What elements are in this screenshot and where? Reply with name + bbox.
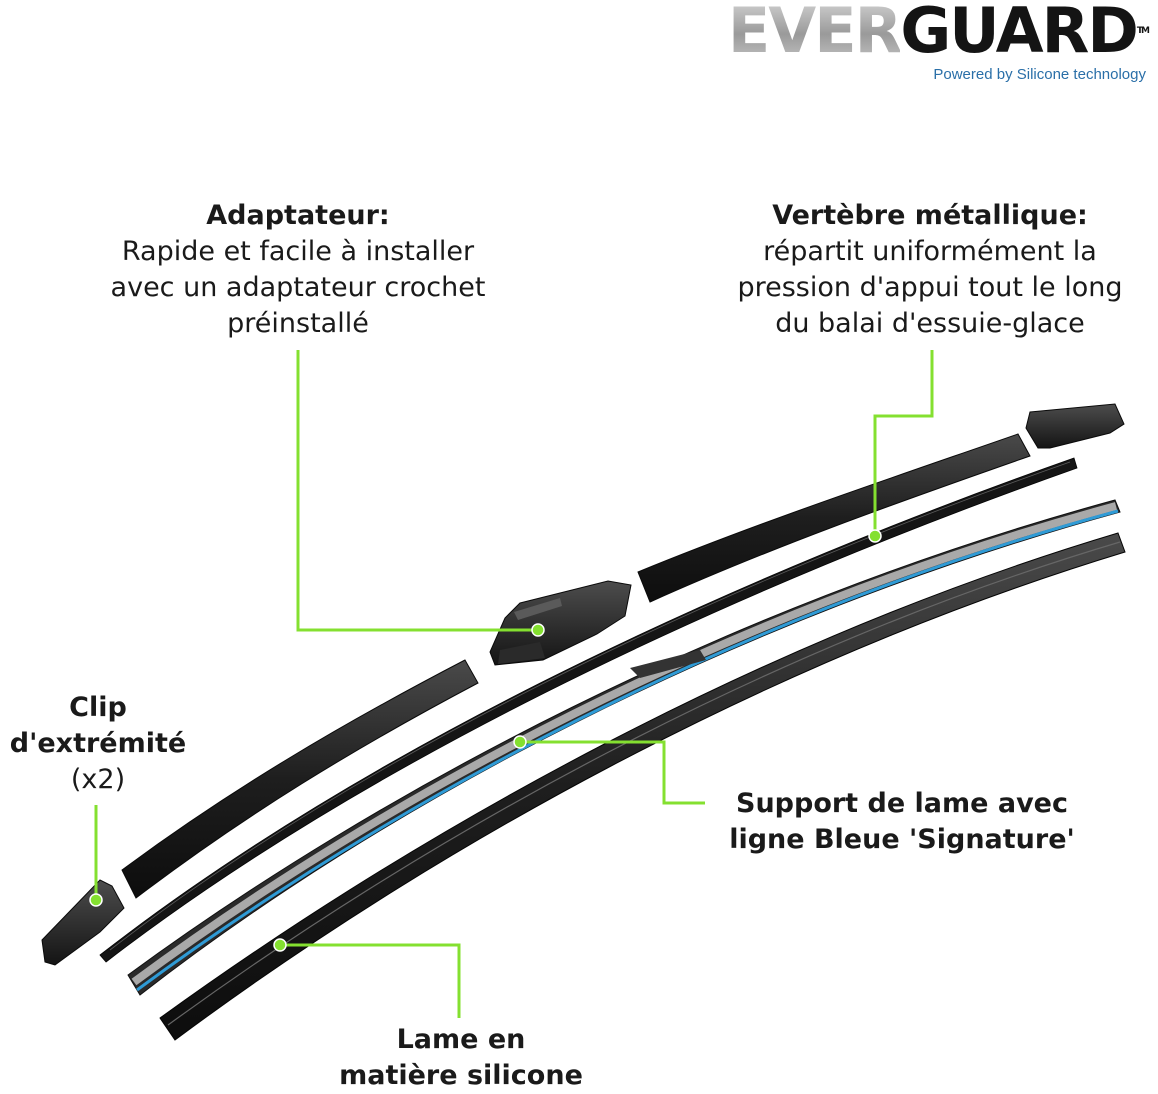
brand-trademark: TM [1137,26,1148,36]
callout-dot-adapter [532,624,544,636]
label-spine-title: Vertèbre métallique: [698,198,1158,234]
label-blade: Lame en matière silicone [300,1022,622,1094]
label-spine: Vertèbre métallique: répartit uniforméme… [698,198,1158,342]
label-blade-line2: matière silicone [300,1058,622,1094]
label-spine-line2: pression d'appui tout le long [698,270,1158,306]
label-support-line2: ligne Bleue 'Signature' [702,822,1102,858]
end-clip-right [1026,404,1124,448]
callout-line-adapter [298,350,538,630]
label-blade-line1: Lame en [300,1022,622,1058]
label-clip-line1: Clip [0,690,196,726]
callout-line-blade [280,945,459,1018]
callout-dot-blade [274,939,286,951]
brand-name-part2: GUARD [900,0,1137,67]
brand-logo: EVERGUARDTM Powered by Silicone technolo… [728,0,1148,83]
label-adapter-title: Adaptateur: [58,198,538,234]
callout-dot-support [514,736,526,748]
label-spine-line1: répartit uniformément la [698,234,1158,270]
label-clip: Clip d'extrémité (x2) [0,690,196,798]
label-spine-line3: du balai d'essuie-glace [698,306,1158,342]
label-support-line1: Support de lame avec [702,786,1102,822]
label-adapter-line3: préinstallé [58,306,538,342]
label-adapter-line1: Rapide et facile à installer [58,234,538,270]
label-adapter: Adaptateur: Rapide et facile à installer… [58,198,538,342]
callout-dot-clip [90,894,102,906]
brand-name-part1: EVER [728,0,900,67]
callout-dot-spine [869,530,881,542]
label-clip-line2: d'extrémité [0,726,196,762]
label-clip-line3: (x2) [0,762,196,798]
label-adapter-line2: avec un adaptateur crochet [58,270,538,306]
brand-tagline: Powered by Silicone technology [728,66,1146,83]
label-support: Support de lame avec ligne Bleue 'Signat… [702,786,1102,858]
cover-right-section [638,434,1030,602]
